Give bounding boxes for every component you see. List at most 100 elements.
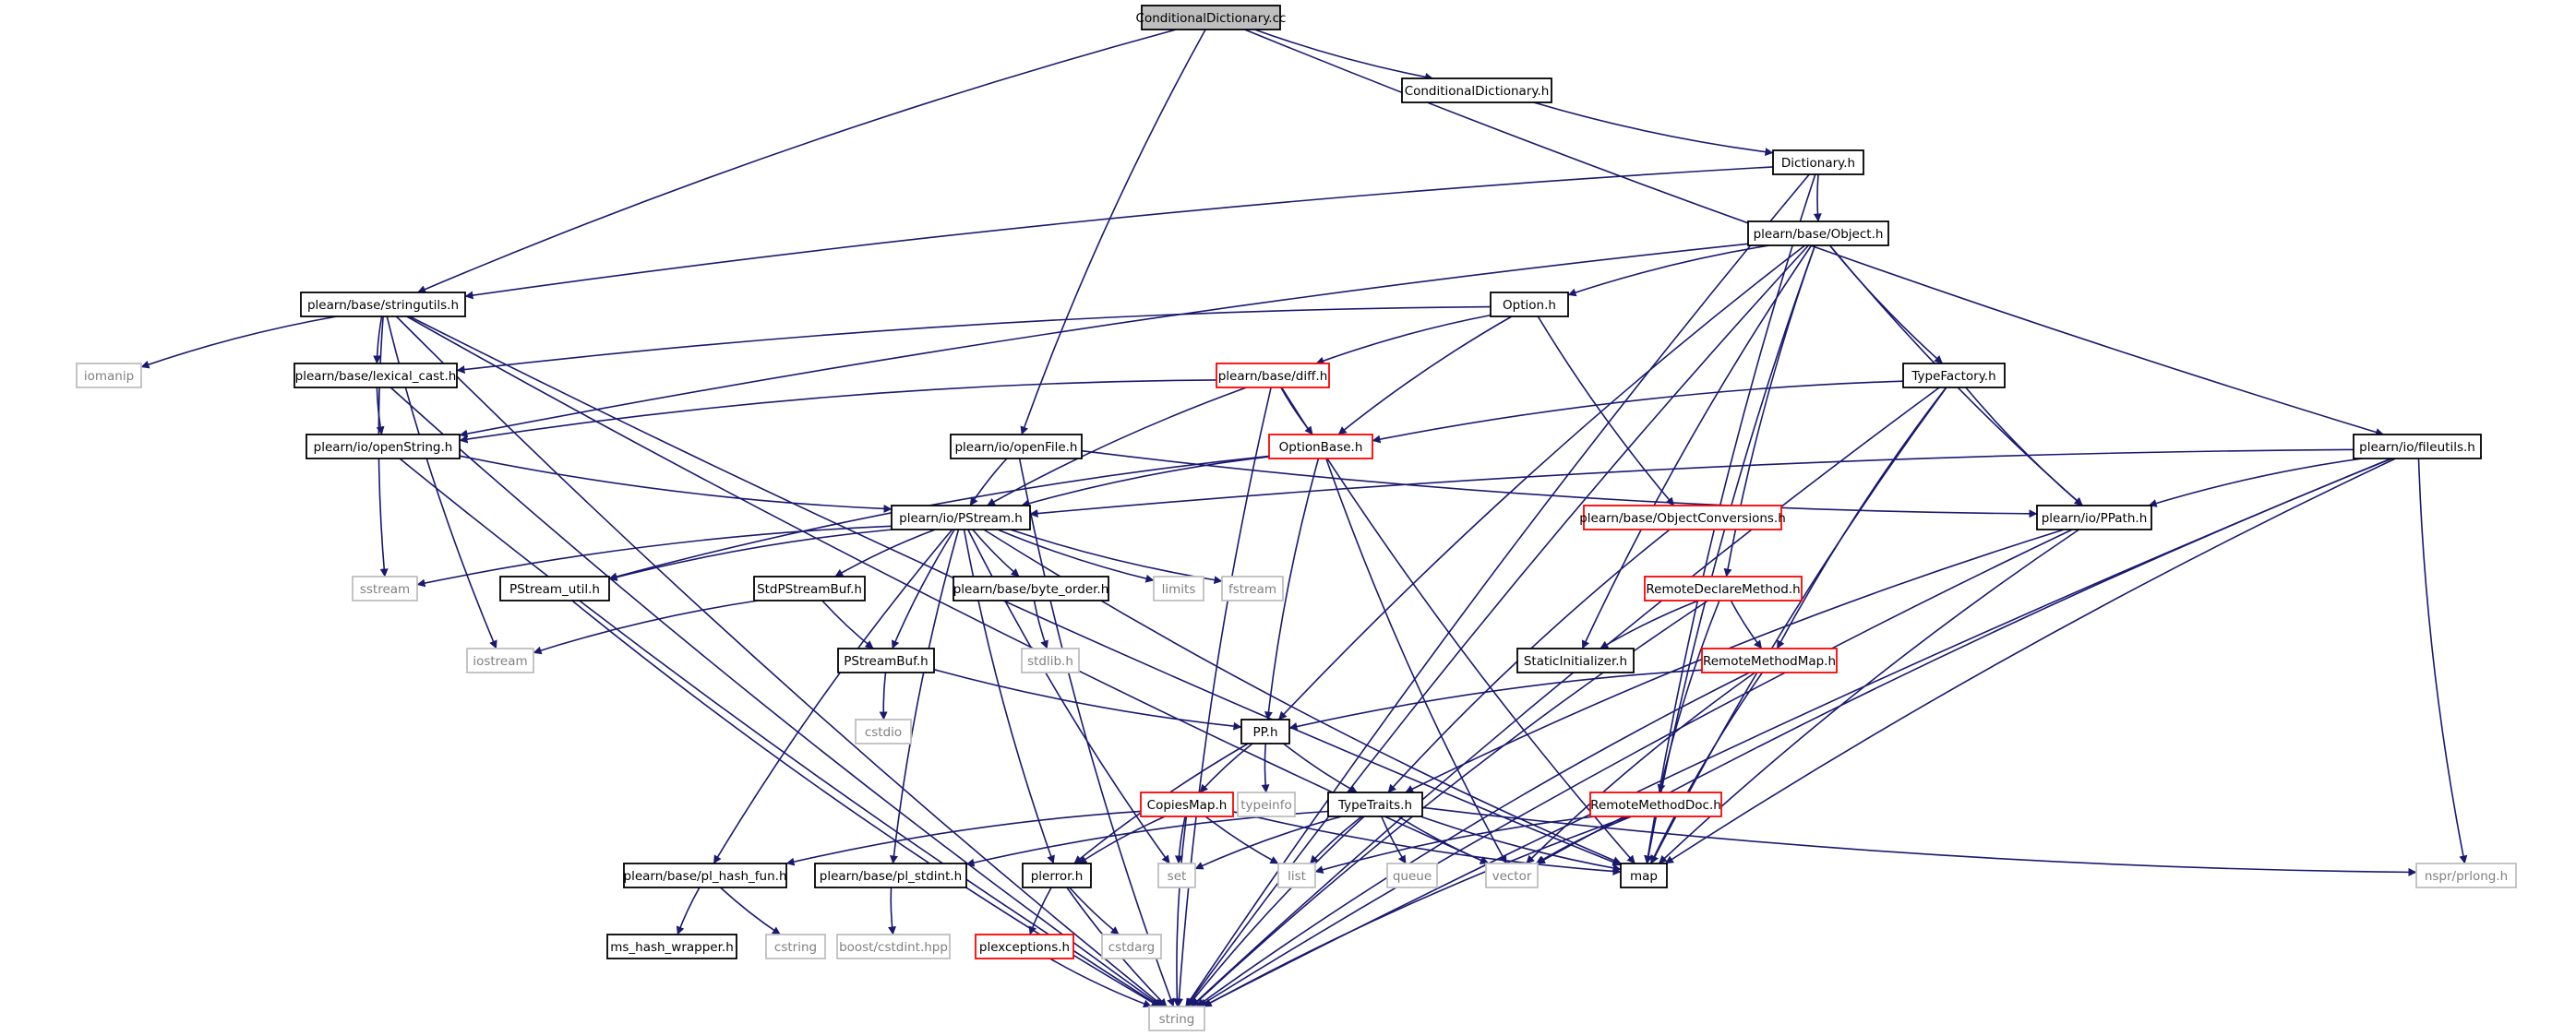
node-typetraits[interactable]: TypeTraits.h [1327,792,1423,817]
node-box [623,863,787,888]
node-label: plearn/base/stringutils.h [307,298,459,313]
node-label: ms_hash_wrapper.h [610,940,734,955]
node-iomanip: iomanip [76,363,142,388]
node-ppath[interactable]: plearn/io/PPath.h [2036,505,2152,530]
node-label: PStreamBuf.h [844,654,928,669]
node-object[interactable]: plearn/base/Object.h [1747,220,1889,246]
edge-pstream-to-byteorder [972,529,1020,578]
edge-fileutils-to-ppath [2148,458,2364,507]
node-pstreamutil[interactable]: PStream_util.h [499,576,610,601]
node-stdpsb[interactable]: StdPStreamBuf.h [753,576,866,601]
node-objconv[interactable]: plearn/base/ObjectConversions.h [1579,505,1786,530]
node-stringutils[interactable]: plearn/base/stringutils.h [300,292,466,317]
node-box [1216,363,1330,388]
node-label: plearn/io/openString.h [314,440,453,455]
node-pstream[interactable]: plearn/io/PStream.h [891,505,1031,530]
edge-dict-to-stringutils [464,166,1774,300]
edge-psb-to-pp [933,668,1242,731]
edge-rmm-to-map [1649,672,1764,864]
edge-option-to-optionbase [1337,316,1513,435]
edge-openfile-to-pstream [969,458,1008,506]
edge-rdm-to-rmm [1730,600,1763,649]
node-lexcast[interactable]: plearn/base/lexical_cast.h [294,363,458,388]
edge-pstream-to-psb [891,529,955,649]
node-fileutils[interactable]: plearn/io/fileutils.h [2353,434,2482,459]
node-copiesmap[interactable]: CopiesMap.h [1140,792,1234,817]
node-box [1157,863,1196,888]
node-label: fstream [1228,582,1276,597]
node-box [1589,792,1722,817]
node-openstring[interactable]: plearn/io/openString.h [306,434,461,459]
node-condh[interactable]: ConditionalDictionary.h [1401,77,1552,103]
edge-typefactory-to-string [1191,387,1940,1007]
node-box [306,434,461,459]
node-box [1221,576,1284,601]
node-label: RemoteMethodDoc.h [1590,798,1721,813]
edge-plstdint-to-boostcstdint [888,887,896,935]
node-label: ConditionalDictionary.h [1405,84,1550,99]
node-plstdint[interactable]: plearn/base/pl_stdint.h [814,863,967,888]
node-mshash[interactable]: ms_hash_wrapper.h [606,934,737,959]
node-rmd[interactable]: RemoteMethodDoc.h [1589,792,1722,817]
node-hashfun[interactable]: plearn/base/pl_hash_fun.h [623,863,787,888]
edge-diff-to-string [1174,387,1272,1007]
node-box [1747,220,1889,246]
node-box [76,363,142,388]
edge-condh-to-dict [1533,101,1774,157]
node-diff[interactable]: plearn/base/diff.h [1216,363,1330,388]
edge-fileutils-to-nsprprlong [2417,458,2468,864]
edge-copiesmap-to-plerror [1078,816,1166,864]
node-option[interactable]: Option.h [1490,292,1569,317]
edge-byteorder-to-stdlib [1033,600,1048,649]
node-box [953,576,1109,601]
node-box [1268,434,1373,459]
edge-typefactory-to-ppath [1965,387,2083,506]
node-boostcstdint: boost/cstdint.hpp [836,934,951,959]
edge-pstream-to-fstream [1010,529,1223,585]
edge-rmd-to-list [1314,816,1596,875]
node-root[interactable]: ConditionalDictionary.cc [1136,5,1287,30]
edge-stringutils-to-iostream [386,316,497,649]
node-byteorder[interactable]: plearn/base/byte_order.h [953,576,1109,601]
node-box [1022,863,1092,888]
node-typefactory[interactable]: TypeFactory.h [1902,363,2006,388]
node-plexceptions[interactable]: plexceptions.h [975,934,1074,959]
node-label: OptionBase.h [1279,440,1363,455]
node-box [765,934,826,959]
edge-pstream-to-limits [997,529,1155,583]
node-label: plearn/io/PStream.h [899,511,1023,526]
node-rmm[interactable]: RemoteMethodMap.h [1701,648,1838,673]
node-staticinit[interactable]: StaticInitializer.h [1516,648,1635,673]
node-plerror[interactable]: plerror.h [1022,863,1092,888]
node-label: PP.h [1252,725,1277,740]
node-label: Option.h [1503,298,1556,313]
node-box [1153,576,1204,601]
node-vector: vector [1485,863,1539,888]
node-openfile[interactable]: plearn/io/openFile.h [950,434,1083,459]
node-map[interactable]: map [1620,863,1668,888]
node-label: plerror.h [1031,869,1084,884]
edge-openstring-to-pstream [459,455,893,513]
edge-typetraits-to-string [1187,816,1365,1007]
edge-stringutils-to-map [409,316,1622,866]
node-box [2353,434,2482,459]
edge-object-to-typefactory [1828,244,1944,364]
edge-stringutils-to-string [395,316,1165,1007]
node-label: plearn/base/ObjectConversions.h [1579,511,1786,526]
edge-hashfun-to-mshash [676,887,701,935]
node-label: cstdarg [1108,940,1155,955]
node-label: Dictionary.h [1781,156,1855,171]
node-dict[interactable]: Dictionary.h [1772,149,1864,175]
node-optionbase[interactable]: OptionBase.h [1268,434,1373,459]
node-label: plearn/io/fileutils.h [2359,440,2475,455]
node-psb[interactable]: PStreamBuf.h [837,648,935,673]
node-box [352,576,418,601]
edge-rmm-to-pp [1288,669,1703,731]
node-rdm[interactable]: RemoteDeclareMethod.h [1644,576,1803,601]
edge-rmm-to-string [1196,672,1750,1007]
edge-copiesmap-to-map [1232,811,1622,875]
node-pp[interactable]: PP.h [1240,719,1290,744]
node-box [1401,77,1552,103]
node-box [1583,505,1782,530]
node-cstdarg: cstdarg [1101,934,1162,959]
